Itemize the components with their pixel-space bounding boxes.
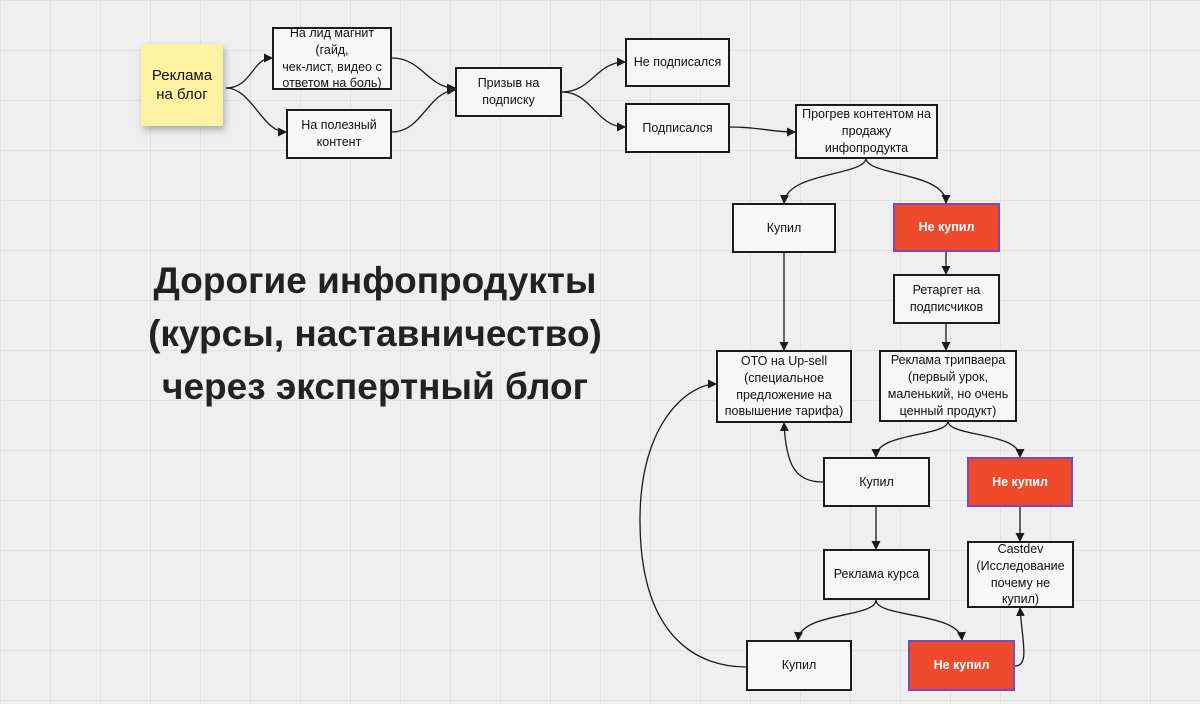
node-tripwire-ad[interactable]: Реклама трипваера (первый урок, маленьки… — [879, 350, 1017, 422]
headline-title: Дорогие инфопродукты (курсы, наставничес… — [148, 260, 602, 407]
node-not-subscribed[interactable]: Не подписался — [625, 38, 730, 87]
node-not-bought-1[interactable]: Не купил — [893, 203, 1000, 252]
node-custdev[interactable]: Castdev (Исследование почему не купил) — [967, 541, 1074, 608]
arrow-tripwire-to-not-bought — [947, 420, 1025, 458]
arrow-warmup-to-bought — [780, 157, 867, 204]
node-warmup[interactable]: Прогрев контентом на продажу инфопродукт… — [795, 104, 938, 159]
node-subscribe-cta[interactable]: Призыв на подписку — [455, 67, 562, 117]
sticky-note-blog-ad[interactable]: Реклама на блог — [141, 44, 223, 126]
node-useful-content[interactable]: На полезный контент — [286, 109, 392, 159]
arrow-content-to-cta — [391, 86, 456, 133]
arrow-ad-to-lead-magnet — [225, 53, 273, 89]
arrow-bought-to-oto-loop — [639, 379, 747, 668]
arrow-cta-to-subscribed — [561, 91, 626, 132]
arrow-course-ad-to-not-bought — [875, 599, 966, 641]
node-not-bought-3[interactable]: Не купил — [908, 640, 1015, 691]
node-subscribed[interactable]: Подписался — [625, 103, 730, 153]
node-bought-2[interactable]: Купил — [823, 457, 930, 507]
arrow-subscribed-to-warmup — [729, 126, 796, 137]
arrow-course-ad-to-bought — [794, 599, 877, 641]
node-retarget[interactable]: Ретаргет на подписчиков — [893, 274, 1000, 324]
arrow-not-bought-to-custdev-loop — [1014, 607, 1025, 667]
arrow-lead-magnet-to-cta — [391, 57, 456, 93]
node-lead-magnet[interactable]: На лид магнит (гайд, чек-лист, видео с о… — [272, 26, 392, 90]
node-not-bought-2[interactable]: Не купил — [967, 457, 1073, 507]
arrow-tripwire-to-bought — [871, 420, 949, 458]
node-course-ad[interactable]: Реклама курса — [823, 549, 930, 600]
node-oto-upsell[interactable]: ОТО на Up-sell (специальное предложение … — [716, 350, 852, 423]
arrow-cta-to-not-subscribed — [561, 57, 626, 93]
node-bought-3[interactable]: Купил — [746, 640, 852, 691]
arrow-warmup-to-not-bought — [865, 157, 951, 204]
arrow-bought-to-oto-return — [779, 422, 824, 483]
node-bought-1[interactable]: Купил — [732, 203, 836, 253]
arrow-ad-to-useful-content — [225, 87, 287, 137]
